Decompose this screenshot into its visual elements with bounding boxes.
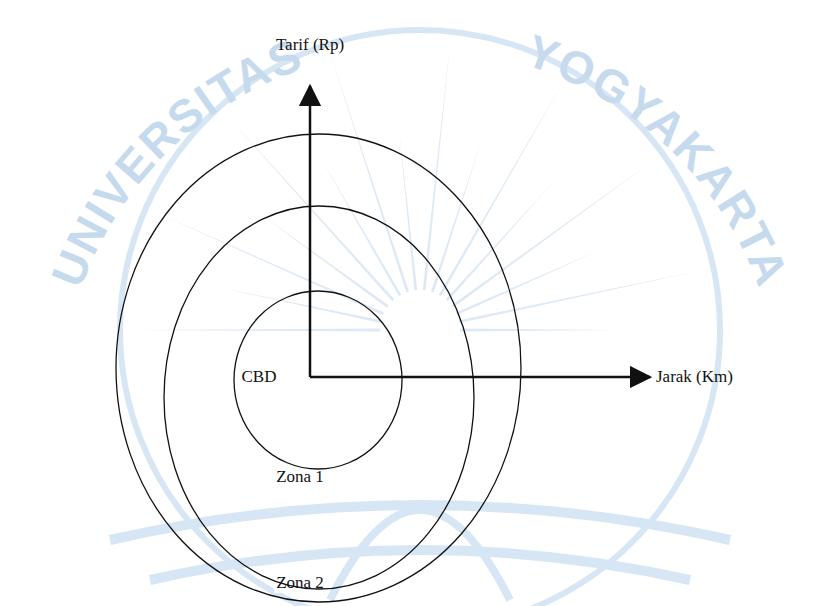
axis-title: Jarak (Km) [656,368,733,387]
watermark-text: YOGYAKARTA [520,24,799,293]
cbd-circle: CBD [233,290,403,470]
zone-label: Zona 1 [274,468,326,487]
watermark-text: UNIVERSITAS [41,28,310,293]
watermark-ray [423,42,451,291]
watermark-ray [452,160,655,308]
ellipse-outline [115,133,522,603]
watermark-ray [330,54,409,292]
y-axis [309,86,312,377]
watermark-ray [456,249,603,315]
x-axis [310,376,650,379]
watermark-ray [446,181,554,301]
watermark-ray [258,212,388,307]
watermark-ray [224,288,381,323]
watermark-ray [460,329,620,332]
zone-ring: Zona 2Zona 1CBD [115,133,522,603]
watermark-wing [330,510,510,600]
axis-title: Tarif (Rp) [276,36,344,55]
watermark-ray [439,79,565,296]
ellipse-outline [163,205,475,590]
watermark-ray [155,212,384,315]
zone-label: CBD [240,368,279,387]
zone-ring: Zona 1 CBD [163,205,475,590]
watermark-ray [130,329,380,332]
watermark-ray [459,270,704,323]
